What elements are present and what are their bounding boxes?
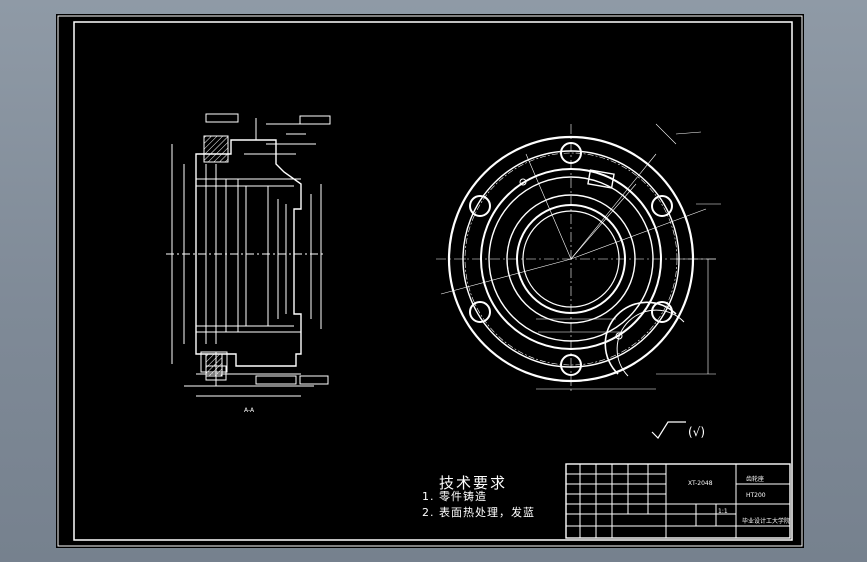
title-block [565,463,791,539]
requirement-item-1: 1. 零件铸造 [422,490,487,503]
hatched-section [203,135,229,163]
roughness-symbol [651,421,686,439]
outer-border [57,15,803,547]
drawing-scale: 1:1 [718,508,728,515]
cad-drawing: A-A [57,15,803,547]
section-label: A-A [244,407,255,414]
drawing-number: XT-2048 [688,480,713,487]
hatched-section-lower [205,353,223,377]
school-name: 毕业设计工大学院 [742,518,791,525]
technical-requirements-title: 技术要求 [439,474,508,492]
material: HT200 [746,492,766,499]
inner-border [73,21,793,541]
requirement-item-2: 2. 表面热处理，发蓝 [422,506,535,519]
roughness-note: (√) [688,425,705,439]
section-view [166,113,331,397]
plan-view [436,123,721,394]
drawing-sheet: A-A [56,14,804,548]
part-name: 齿轮座 [746,476,765,483]
